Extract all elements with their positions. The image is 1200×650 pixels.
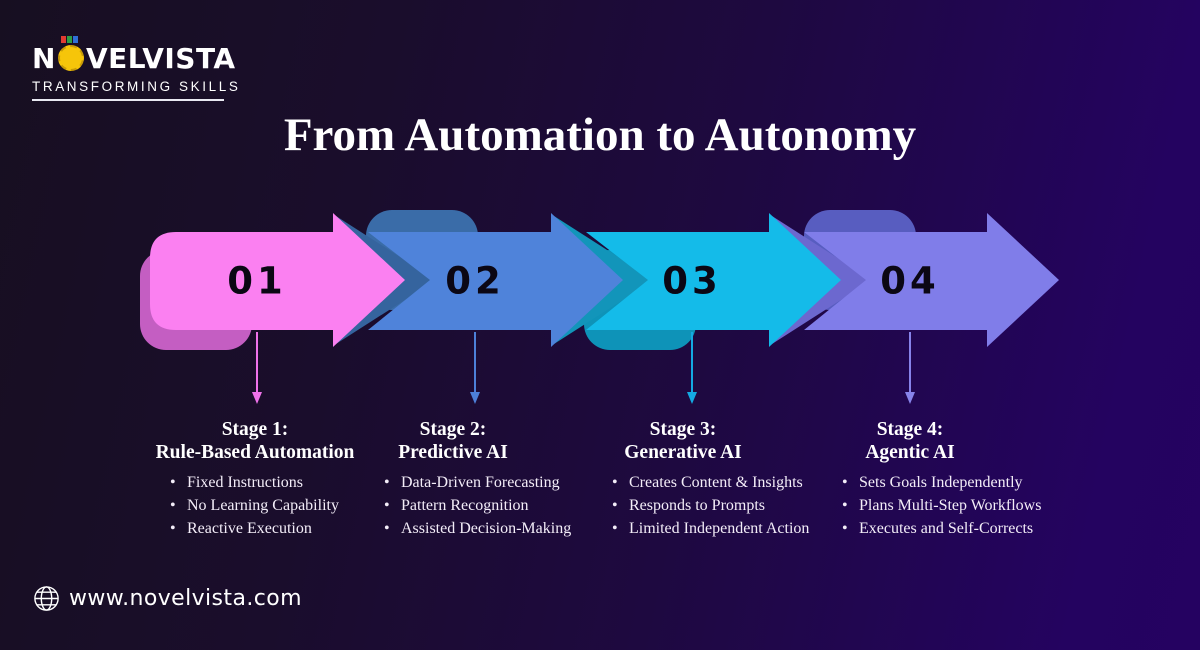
novelvista-logo: N VELVISTA TRANSFORMING SKILLS: [32, 35, 241, 101]
stage3-heading-line2: Generative AI: [624, 442, 742, 463]
stage2-arrow-head: [551, 213, 623, 347]
page-title: From Automation to Autonomy: [283, 109, 917, 161]
bullet-item: Fixed Instructions: [170, 471, 339, 494]
stage1-bullet-list: Fixed Instructions No Learning Capabilit…: [170, 471, 339, 540]
bullet-item: Pattern Recognition: [384, 494, 571, 517]
stage2-bullet-list: Data-Driven Forecasting Pattern Recognit…: [384, 471, 571, 540]
bullet-item: Creates Content & Insights: [612, 471, 809, 494]
bullet-item: No Learning Capability: [170, 494, 339, 517]
stage3-arrow-body: [586, 232, 769, 330]
stage2-heading-line2: Predictive AI: [398, 442, 508, 463]
stage2-heading-line1: Stage 2:: [419, 419, 487, 440]
pixel-green: [66, 35, 72, 43]
bullet-item: Assisted Decision-Making: [384, 517, 571, 540]
stage1-heading: Stage 1: Rule-Based Automation: [156, 418, 355, 464]
stage1-arrow-body: [150, 232, 333, 330]
stage4-bullet-list: Sets Goals Independently Plans Multi-Ste…: [842, 471, 1041, 540]
stage3-number: 03: [662, 259, 722, 303]
stage3-pointer-arrow: [687, 392, 697, 404]
bullet-item: Limited Independent Action: [612, 517, 809, 540]
stage1-pointer-arrow: [252, 392, 262, 404]
pixel-red: [60, 35, 66, 43]
stage1-number: 01: [227, 259, 287, 303]
stage1-heading-line2: Rule-Based Automation: [155, 442, 355, 463]
stage4-pointer-arrow: [905, 392, 915, 404]
pixel-blue: [72, 35, 78, 43]
logo-wordmark: N VELVISTA: [32, 35, 240, 75]
logo-pixels-icon: [60, 35, 78, 43]
bullet-item: Responds to Prompts: [612, 494, 809, 517]
globe-icon: [34, 586, 59, 611]
stage4-arrow-body: [804, 232, 987, 330]
bullet-item: Plans Multi-Step Workflows: [842, 494, 1041, 517]
logo-text-start: N: [32, 42, 56, 75]
website-url: www.novelvista.com: [69, 586, 302, 611]
stage4-heading: Stage 4: Agentic AI: [865, 418, 954, 464]
bullet-item: Executes and Self-Corrects: [842, 517, 1041, 540]
stage2-arrow-body: [368, 232, 551, 330]
bullet-item: Reactive Execution: [170, 517, 339, 540]
stage4-heading-line2: Agentic AI: [865, 442, 955, 463]
bullet-item: Data-Driven Forecasting: [384, 471, 571, 494]
sun-medal-icon: [57, 35, 85, 72]
stage4-arrow-head: [987, 213, 1059, 347]
stage3-bullet-list: Creates Content & Insights Responds to P…: [612, 471, 809, 540]
logo-underline: [32, 99, 224, 101]
stage1-heading-line1: Stage 1:: [221, 419, 289, 440]
stage3-heading: Stage 3: Generative AI: [624, 418, 742, 464]
stage2-heading: Stage 2: Predictive AI: [398, 418, 508, 464]
logo-tagline: TRANSFORMING SKILLS: [32, 79, 241, 94]
bullet-item: Sets Goals Independently: [842, 471, 1041, 494]
stage2-pointer-arrow: [470, 392, 480, 404]
stage4-heading-line1: Stage 4:: [876, 419, 944, 440]
footer: www.novelvista.com: [33, 585, 302, 612]
logo-text-end: VELVISTA: [85, 42, 236, 75]
stage4-number: 04: [880, 259, 940, 303]
stage2-number: 02: [445, 259, 505, 303]
stage3-heading-line1: Stage 3:: [649, 419, 717, 440]
sun-icon: [57, 44, 84, 71]
stage3-arrow-head: [769, 213, 841, 347]
stage1-arrow-head: [333, 213, 405, 347]
process-arrow-diagram: [140, 210, 1059, 404]
